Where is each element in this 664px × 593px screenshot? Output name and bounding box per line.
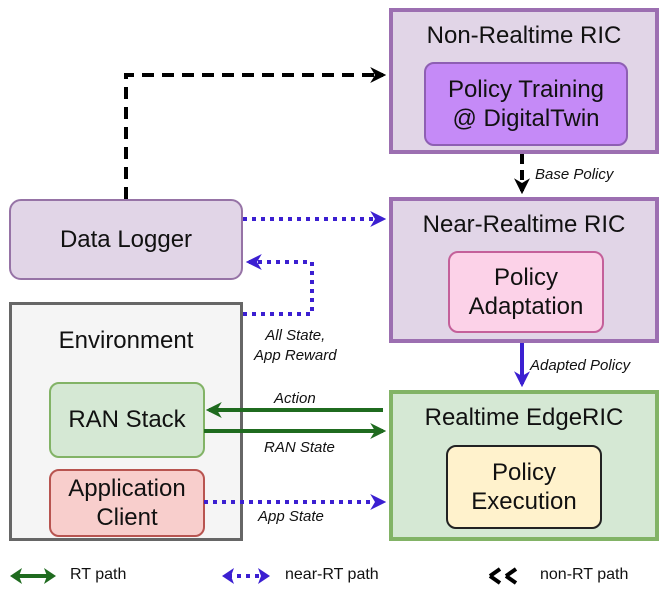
policy-adaptation-box: Policy Adaptation [448,251,604,333]
near-realtime-ric-title: Near-Realtime RIC [422,211,626,238]
legend-near-rt-label: near-RT path [285,566,379,583]
legend-near-rt-symbol [222,568,270,584]
ran-stack-box: RAN Stack [49,382,205,458]
environment-title: Environment [58,327,194,354]
action-label: Action [274,390,316,407]
all-state-label: All State, App Reward [254,327,337,364]
non-realtime-ric-box: Non-Realtime RIC Policy Training @ Digit… [389,8,659,154]
ran-state-label: RAN State [264,439,335,456]
app-state-label: App State [258,508,324,525]
legend-rt-label: RT path [70,566,127,583]
legend-non-rt-symbol [488,567,518,585]
legend-rt-symbol [10,568,56,584]
logger-to-nonrt-arrow [124,67,387,199]
application-client-box: Application Client [49,469,205,537]
non-realtime-ric-title: Non-Realtime RIC [426,22,622,49]
data-logger-box: Data Logger [9,199,243,280]
policy-execution-box: Policy Execution [446,445,602,529]
all-state-arrow [243,254,314,316]
adapted-policy-label: Adapted Policy [530,357,631,374]
base-policy-label: Base Policy [535,166,614,183]
policy-training-box: Policy Training @ DigitalTwin [424,62,628,146]
realtime-edgeric-box: Realtime EdgeRIC Policy Execution [389,390,659,541]
legend-non-rt-label: non-RT path [540,566,629,583]
realtime-edgeric-title: Realtime EdgeRIC [424,404,624,431]
near-realtime-ric-box: Near-Realtime RIC Policy Adaptation [389,197,659,343]
